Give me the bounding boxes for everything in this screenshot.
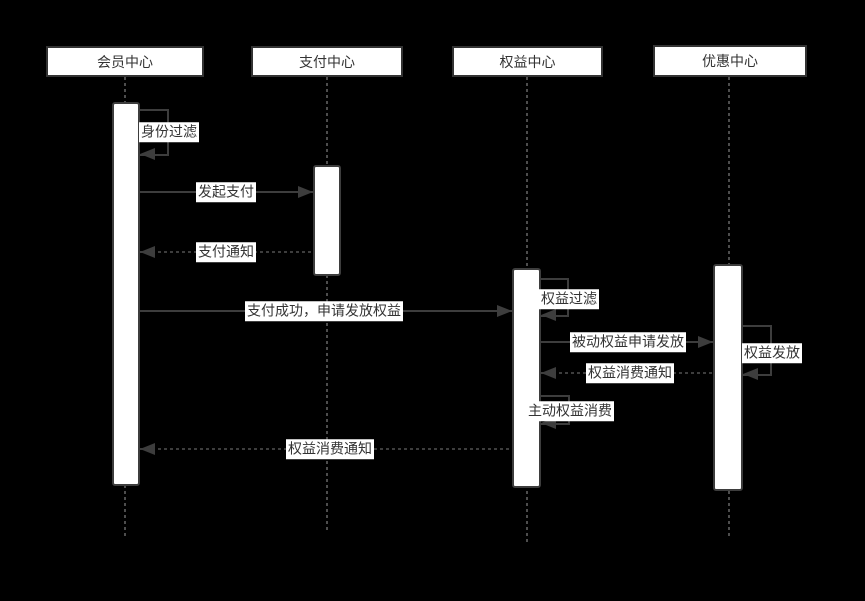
message-label-rights-consume-notify-coupon: 权益消费通知	[586, 363, 674, 383]
lifeline-label-coupon-center: 优惠中心	[702, 53, 758, 69]
activation-coupon-center	[713, 264, 743, 491]
arrow-left-icon	[541, 309, 556, 321]
lifeline-label-member-center: 会员中心	[97, 53, 153, 70]
arrow-left-icon	[541, 367, 556, 379]
lifeline-label-payment-center: 支付中心	[299, 53, 355, 70]
arrow-left-icon	[743, 368, 758, 380]
arrow-left-icon	[140, 443, 155, 455]
message-label-passive-rights-request: 被动权益申请发放	[570, 332, 686, 352]
lifeline-header-member-center: 会员中心	[46, 46, 204, 77]
lifeline-label-rights-center: 权益中心	[499, 53, 556, 70]
message-label-rights-issue: 权益发放	[742, 343, 802, 363]
activation-member-center	[112, 102, 140, 486]
activation-payment-center	[313, 165, 341, 276]
arrow-right-icon	[698, 336, 713, 348]
arrow-right-icon	[497, 305, 512, 317]
message-label-rights-consume-notify-member: 权益消费通知	[286, 439, 374, 459]
message-label-identity-filter: 身份过滤	[139, 122, 199, 142]
lifeline-header-coupon-center: 优惠中心	[653, 45, 807, 77]
message-label-rights-filter: 权益过滤	[539, 289, 599, 309]
lifeline-header-payment-center: 支付中心	[251, 46, 403, 77]
message-label-initiate-payment: 发起支付	[196, 182, 256, 202]
arrow-left-icon	[140, 148, 155, 160]
arrow-left-icon	[140, 246, 155, 258]
message-label-payment-notify: 支付通知	[196, 242, 256, 262]
activation-rights-center	[512, 268, 541, 488]
message-label-active-rights-consume: 主动权益消费	[526, 401, 614, 421]
lifeline-header-rights-center: 权益中心	[452, 46, 603, 77]
arrow-right-icon	[298, 186, 313, 198]
message-label-payment-success-request-rights: 支付成功，申请发放权益	[245, 301, 403, 321]
